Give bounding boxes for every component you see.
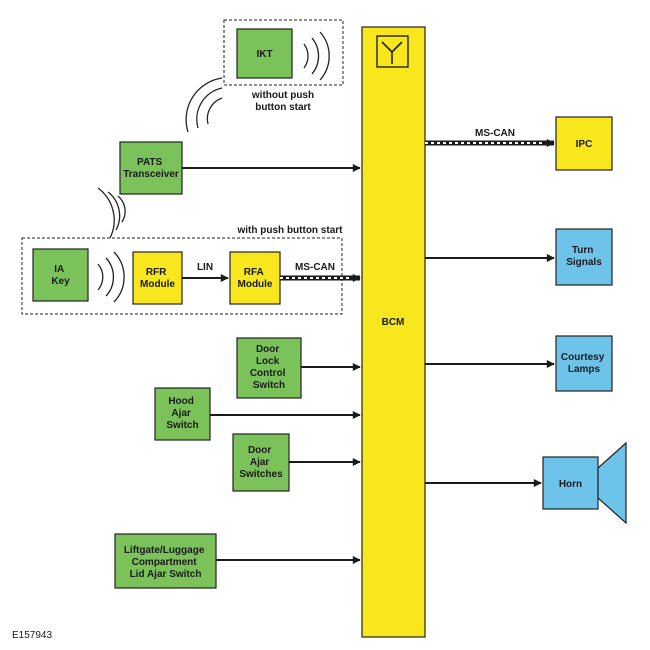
ipc-label: IPC [576, 139, 593, 150]
horn-label: Horn [559, 479, 582, 490]
rfr-module-box [132, 251, 183, 305]
ikt-caption-line-1: without push [251, 90, 314, 101]
ikt-group-frame [223, 19, 344, 86]
horn-icon [597, 441, 627, 525]
bcm-module [361, 26, 426, 638]
rfa-module-box [229, 251, 281, 305]
ia-key-box [32, 248, 89, 302]
liftgate-luggage-switch-box [114, 533, 217, 589]
ikt-caption-line-2: button start [255, 102, 311, 113]
turn-signals-label: Turn Signals [566, 245, 602, 268]
lin-label: LIN [197, 262, 213, 273]
pats-transceiver-box [119, 141, 183, 195]
courtesy-lamps-label: Courtesy Lamps [561, 352, 607, 375]
ipc-box [555, 116, 613, 171]
liftgate-luggage-switch-label: Liftgate/Luggage Compartment Lid Ajar Sw… [124, 545, 207, 580]
turn-signals-box [555, 228, 613, 286]
wireless-waves-icon [185, 77, 223, 133]
hood-ajar-switch-label: Hood Ajar Switch [166, 396, 198, 431]
door-ajar-switches-box [232, 433, 290, 492]
bcm-label: BCM [382, 317, 405, 328]
ms-can-output-label: MS-CAN [475, 128, 515, 139]
ikt-box [236, 28, 293, 79]
wireless-waves-icon [97, 251, 125, 303]
door-ajar-switches-label: Door Ajar Switches [239, 445, 283, 480]
courtesy-lamps-box [555, 335, 613, 392]
rfr-module-label: RFR Module [140, 267, 175, 290]
antenna-icon [376, 35, 409, 68]
rfa-module-label: RFA Module [238, 267, 273, 290]
ia-key-label: IA Key [51, 264, 70, 287]
pats-transceiver-label: PATS Transceiver [123, 157, 179, 180]
door-lock-control-switch-label: Door Lock Control Switch [250, 344, 288, 391]
figure-id: E157943 [12, 630, 52, 641]
wireless-waves-icon [303, 31, 330, 81]
door-lock-control-switch-box [236, 337, 302, 399]
ikt-label: IKT [256, 49, 272, 60]
wireless-waves-icon [97, 187, 126, 239]
hood-ajar-switch-box [154, 387, 211, 441]
ms-can-input-label: MS-CAN [295, 262, 335, 273]
push-button-caption: with push button start [237, 225, 344, 236]
